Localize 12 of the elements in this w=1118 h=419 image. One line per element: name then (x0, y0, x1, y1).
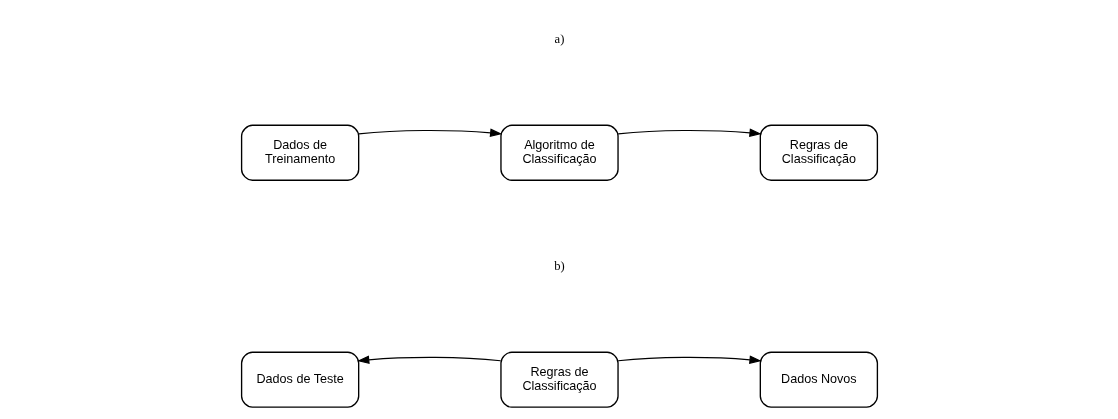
label: a) (554, 31, 564, 46)
label: b) (553, 258, 565, 273)
arrow (356, 355, 501, 365)
node-box: Regras de Classificação (759, 124, 878, 181)
node-box: Dados Novos (759, 351, 878, 408)
arrow (617, 128, 762, 138)
node-box: Regras de Classificação (499, 351, 619, 408)
node-box: Dados de Treinamento (240, 124, 359, 181)
arrow (617, 355, 762, 364)
node-box: Dados de Teste (240, 351, 359, 408)
arrow (357, 128, 502, 138)
node-box: Algoritmo de Classificação (499, 124, 619, 181)
